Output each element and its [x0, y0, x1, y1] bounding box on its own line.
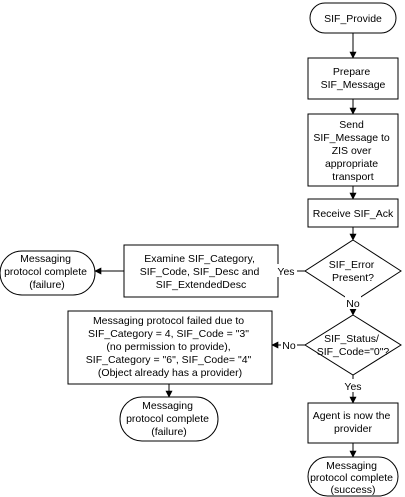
failed-box	[67, 310, 273, 385]
edge-label-status-yes: Yes	[344, 381, 361, 393]
status-decision-label: SIF_Status/ SIF_Code="0"?	[317, 333, 390, 358]
start-terminal	[309, 2, 397, 34]
edge-label-bg-error-yes	[276, 264, 297, 277]
receive-box	[307, 198, 399, 228]
send-box	[307, 113, 399, 187]
end-success-terminal	[307, 456, 399, 497]
edge-label-bg-status-no	[281, 338, 297, 351]
prepare-label: Prepare SIF_Message	[321, 66, 386, 91]
edge-label-status-no: No	[282, 340, 296, 352]
end-failure-bottom-label: Messaging protocol complete (failure)	[126, 400, 212, 438]
edge-label-error-no: No	[346, 298, 360, 310]
start-label: SIF_Provide	[324, 13, 382, 25]
agent-provider-label: Agent is now the provider	[313, 410, 394, 435]
end-failure-top-terminal	[0, 250, 96, 296]
error-decision-label: SIF_Error Present?	[329, 259, 377, 284]
end-success-label: Messaging protocol complete (success)	[310, 460, 396, 496]
send-label: Send SIF_Message to ZIS over appropriate…	[313, 119, 392, 183]
edge-label-bg-status-yes	[342, 379, 363, 392]
edge-label-bg-error-no	[345, 296, 361, 309]
receive-label: Receive SIF_Ack	[313, 208, 394, 220]
status-decision	[304, 314, 402, 376]
error-decision	[304, 239, 402, 303]
end-failure-top-label: Messaging protocol complete (failure)	[4, 253, 90, 291]
end-failure-bottom-terminal	[119, 396, 219, 442]
prepare-box	[307, 57, 399, 100]
failed-box-label: Messaging protocol failed due to SIF_Cat…	[86, 315, 254, 379]
edge-label-error-yes: Yes	[277, 266, 294, 278]
examine-label: Examine SIF_Category, SIF_Code, SIF_Desc…	[140, 253, 263, 291]
agent-provider-box	[307, 402, 399, 444]
